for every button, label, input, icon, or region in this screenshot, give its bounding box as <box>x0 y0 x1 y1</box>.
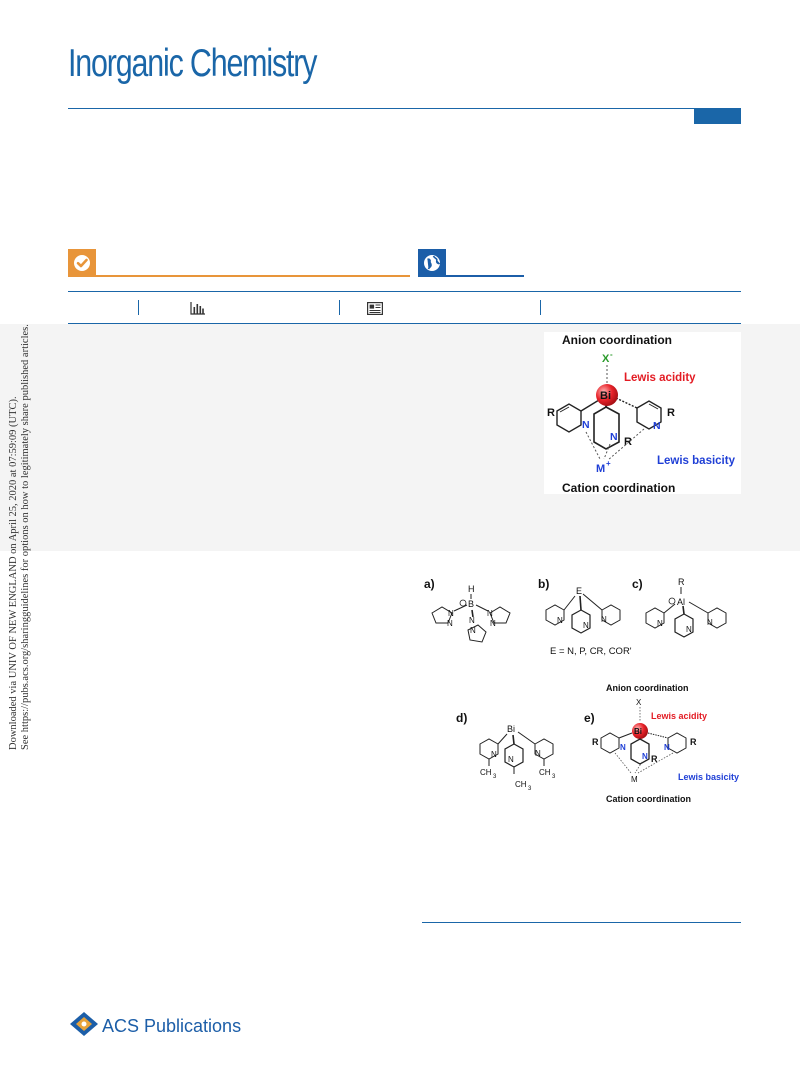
metrics-separator <box>540 300 541 315</box>
svg-text:N: N <box>487 609 493 618</box>
download-notice-line1: Downloaded via UNIV OF NEW ENGLAND on Ap… <box>8 396 19 750</box>
panel-a-label: a) <box>424 577 435 591</box>
toc-r-bottom: R <box>624 436 632 448</box>
header-tab <box>694 109 741 124</box>
svg-text:M: M <box>631 775 638 784</box>
svg-text:N: N <box>490 619 496 628</box>
svg-text:N: N <box>601 615 607 624</box>
svg-text:N: N <box>620 743 626 752</box>
svg-text:3: 3 <box>493 774 497 780</box>
toc-bi-ball <box>596 384 618 406</box>
svg-text:N: N <box>686 625 692 634</box>
svg-text:N: N <box>557 616 563 625</box>
svg-text:N: N <box>657 619 663 628</box>
toc-cation: M <box>596 463 605 475</box>
svg-text:Bi: Bi <box>634 727 642 736</box>
license-badge[interactable] <box>418 249 446 277</box>
metrics-rule-bottom <box>68 323 741 324</box>
globe-icon <box>424 255 441 271</box>
toc-n-right: N <box>653 420 661 432</box>
svg-text:CH: CH <box>515 780 527 789</box>
toc-n-left: N <box>582 419 590 431</box>
toc-r-right: R <box>667 407 675 419</box>
metrics-separator <box>138 300 139 315</box>
svg-text:N: N <box>448 609 454 618</box>
svg-text:X: X <box>636 698 642 707</box>
header-rule <box>68 108 741 109</box>
journal-title: Inorganic Chemistry <box>68 42 317 85</box>
toc-r-left: R <box>547 407 555 419</box>
svg-text:R: R <box>678 577 685 587</box>
svg-text:N: N <box>707 618 713 627</box>
svg-text:N: N <box>508 755 514 764</box>
panel-e-lewis-basicity: Lewis basicity <box>678 772 739 782</box>
toc-bottom-label: Cation coordination <box>562 481 675 494</box>
svg-text:N: N <box>583 621 589 630</box>
panel-b-label: b) <box>538 577 549 591</box>
panel-c-label: c) <box>632 577 643 591</box>
toc-lewis-acidity: Lewis acidity <box>624 372 696 384</box>
panel-b-caption: E = N, P, CR, COR' <box>550 646 632 657</box>
footnote-rule <box>422 922 741 923</box>
svg-text:CH: CH <box>480 768 492 777</box>
checkmark-icon <box>74 255 90 271</box>
svg-text:N: N <box>469 616 475 625</box>
svg-text:3: 3 <box>528 786 532 792</box>
toc-top-label: Anion coordination <box>562 333 672 347</box>
toc-n-middle: N <box>610 431 618 443</box>
svg-text:N: N <box>535 749 541 758</box>
panel-e-lewis-acidity: Lewis acidity <box>651 711 707 721</box>
svg-text:N: N <box>470 626 476 635</box>
toc-anion-charge: - <box>610 350 613 359</box>
svg-text:R: R <box>651 754 658 764</box>
metrics-rule-top <box>68 291 741 292</box>
toc-anion: X <box>602 353 610 365</box>
svg-text:N: N <box>491 750 497 759</box>
toc-central-atom: Bi <box>600 390 611 402</box>
publisher-name[interactable]: ACS Publications <box>102 1016 242 1036</box>
bar-chart-icon[interactable] <box>190 302 206 320</box>
download-notice-line2: See https://pubs.acs.org/sharingguidelin… <box>20 324 31 750</box>
panel-e-label: e) <box>584 711 595 725</box>
open-access-badge[interactable] <box>68 249 96 277</box>
svg-text:Al: Al <box>677 597 685 607</box>
svg-text:Bi: Bi <box>507 724 515 734</box>
download-notice: Downloaded via UNIV OF NEW ENGLAND on Ap… <box>6 324 31 750</box>
svg-text:N: N <box>664 743 670 752</box>
svg-text:B: B <box>468 599 474 609</box>
toc-cation-charge: + <box>606 459 611 468</box>
scheme-figure: a) H B N N N N N N b) E N N N E = N, P, … <box>418 570 748 810</box>
acs-logo-icon[interactable] <box>68 1010 100 1043</box>
svg-text:CH: CH <box>539 768 551 777</box>
metrics-separator <box>339 300 340 315</box>
panel-d-label: d) <box>456 711 467 725</box>
toc-lewis-basicity: Lewis basicity <box>657 455 736 467</box>
svg-text:R: R <box>690 737 697 747</box>
svg-text:3: 3 <box>552 774 556 780</box>
svg-text:H: H <box>468 584 475 594</box>
svg-text:E: E <box>576 586 582 596</box>
panel-e-bottom-label: Cation coordination <box>606 794 691 804</box>
toc-graphic: Anion coordination X - Lewis acidity R N… <box>544 332 741 495</box>
newspaper-icon[interactable] <box>367 302 384 320</box>
license-bar <box>446 275 524 277</box>
svg-text:N: N <box>642 752 648 761</box>
open-access-bar <box>96 275 410 277</box>
svg-text:N: N <box>447 619 453 628</box>
svg-text:R: R <box>592 737 599 747</box>
panel-e-top-label: Anion coordination <box>606 683 689 693</box>
